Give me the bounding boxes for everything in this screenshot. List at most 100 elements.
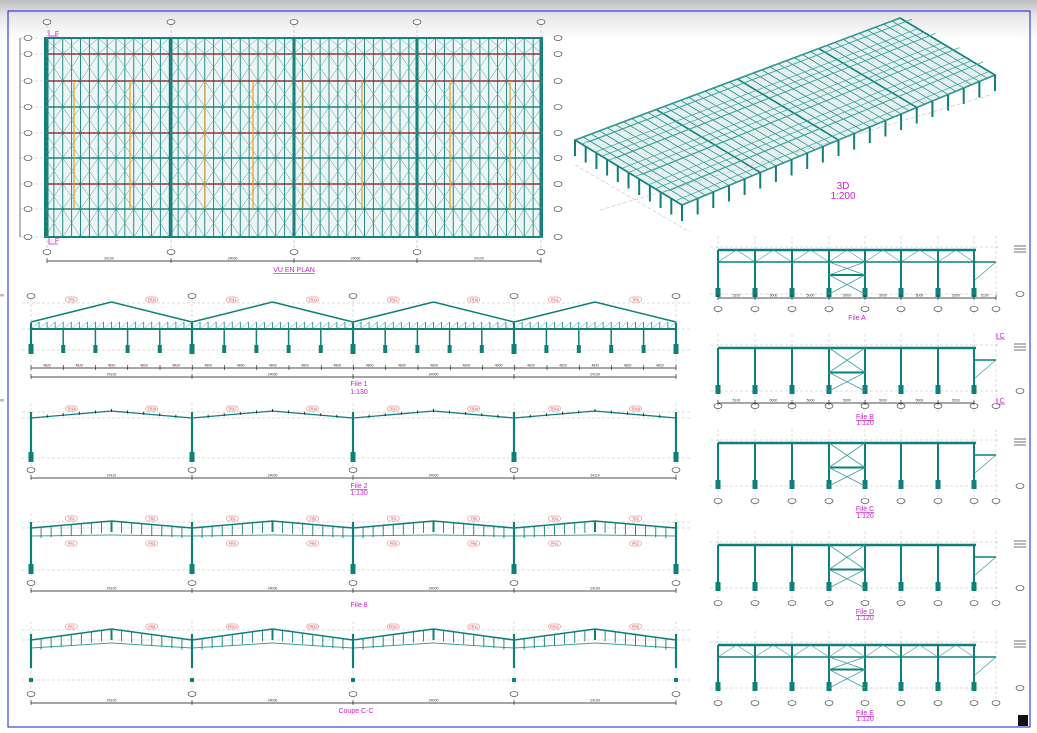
truss-diagonal [489,321,499,330]
file2-member-tag: TR14 [550,407,559,411]
bracing [364,106,383,134]
grid-bubble-icon [348,691,358,697]
column-base [641,345,646,353]
truss-diagonal [497,321,507,330]
coupe-dimension: 24100 [590,699,600,703]
bracing [328,208,347,238]
coupe-member-tag: PR10 [389,625,398,629]
column-base [512,678,516,682]
file1-subdimension: 4820 [624,364,632,368]
bracing [151,132,170,159]
member-tag-badge [226,296,239,303]
truss-diagonal [864,249,884,263]
truss-diagonal [441,321,450,330]
bracing [115,80,134,108]
file1-subdimension: 4800 [366,364,374,368]
sheet-border [7,10,1031,728]
bracing [364,53,383,82]
grid-bubble-icon [750,306,760,312]
bracing [62,208,81,238]
file-a-dimension: 5000 [770,294,778,298]
bracing [98,208,117,238]
column-base [789,582,795,591]
grid-bubble-icon [187,293,197,299]
member-tag-badge [629,623,642,630]
file-c-title: File C [856,506,874,513]
member-tag-badge [65,623,78,630]
rafter [433,410,515,419]
truss-diagonal [586,321,596,330]
column-base [189,452,195,462]
grid-bubble-icon [23,35,33,41]
3d-view[interactable] [573,17,997,233]
right-elevations[interactable]: 5100500050005000500050005000510020005100… [0,236,1026,710]
member-tag-badge [548,515,561,522]
file8-member-tag: TR1 [68,517,75,521]
bracing [328,53,347,82]
truss-top-chord [513,301,596,323]
grid-bubble-icon [509,293,519,299]
truss-diagonal [336,321,346,330]
file1-subdimension: 4820 [656,364,664,368]
bracing [399,37,418,55]
title-block-icon [1018,715,1028,726]
column-base [826,288,832,297]
truss-top-chord [191,301,273,323]
bracing [62,37,81,55]
bracing [62,53,81,82]
grid-bubble-icon [553,78,563,84]
file1-scale: 1:130 [350,389,368,396]
column-base [789,288,795,297]
bracing [311,37,330,55]
truss-diagonal [473,321,482,330]
bracing [80,132,99,159]
truss-diagonal [376,321,386,330]
column-base [674,678,678,682]
coupe-member-tag: PR11 [470,625,479,629]
plan-dimension: 24000 [228,257,238,261]
column-base [318,345,323,353]
column-base [898,682,904,691]
truss-diagonal [481,321,491,330]
file1-dimension: 24000 [268,373,278,377]
bracing [80,106,99,134]
truss-diagonal [401,321,410,330]
grid-bubble-icon [166,249,176,255]
column-base [61,345,66,353]
bracing [240,106,259,134]
file-b-dimension: 5000 [843,399,851,403]
file2-member-tag: TR17 [228,407,237,411]
truss-diagonal [955,249,975,263]
file-a-dimension: 5000 [843,294,851,298]
truss-diagonal [449,321,458,330]
bracing [222,53,241,82]
3d-purlin [628,46,948,173]
file1-subdimension: 4820 [75,364,83,368]
truss-diagonal [87,321,96,330]
column-base [28,452,34,462]
bracing [115,106,134,134]
bracing [382,106,401,134]
bracing [98,132,117,159]
truss-diagonal [95,321,104,330]
bracing [222,80,241,108]
file2-title: File 2 [350,483,367,490]
bracing [275,208,294,238]
truss-diagonal [530,321,539,330]
bracing [453,208,472,238]
grid-bubble-icon [348,293,358,299]
3d-title: 3D [837,181,850,192]
truss-diagonal [937,249,957,263]
file-a-dimension: 5100 [981,294,989,298]
member-tag-badge [629,540,642,547]
bracing [133,80,152,108]
file1-subdimension: 4820 [591,364,599,368]
truss-diagonal [393,321,402,330]
bracing [151,53,170,82]
